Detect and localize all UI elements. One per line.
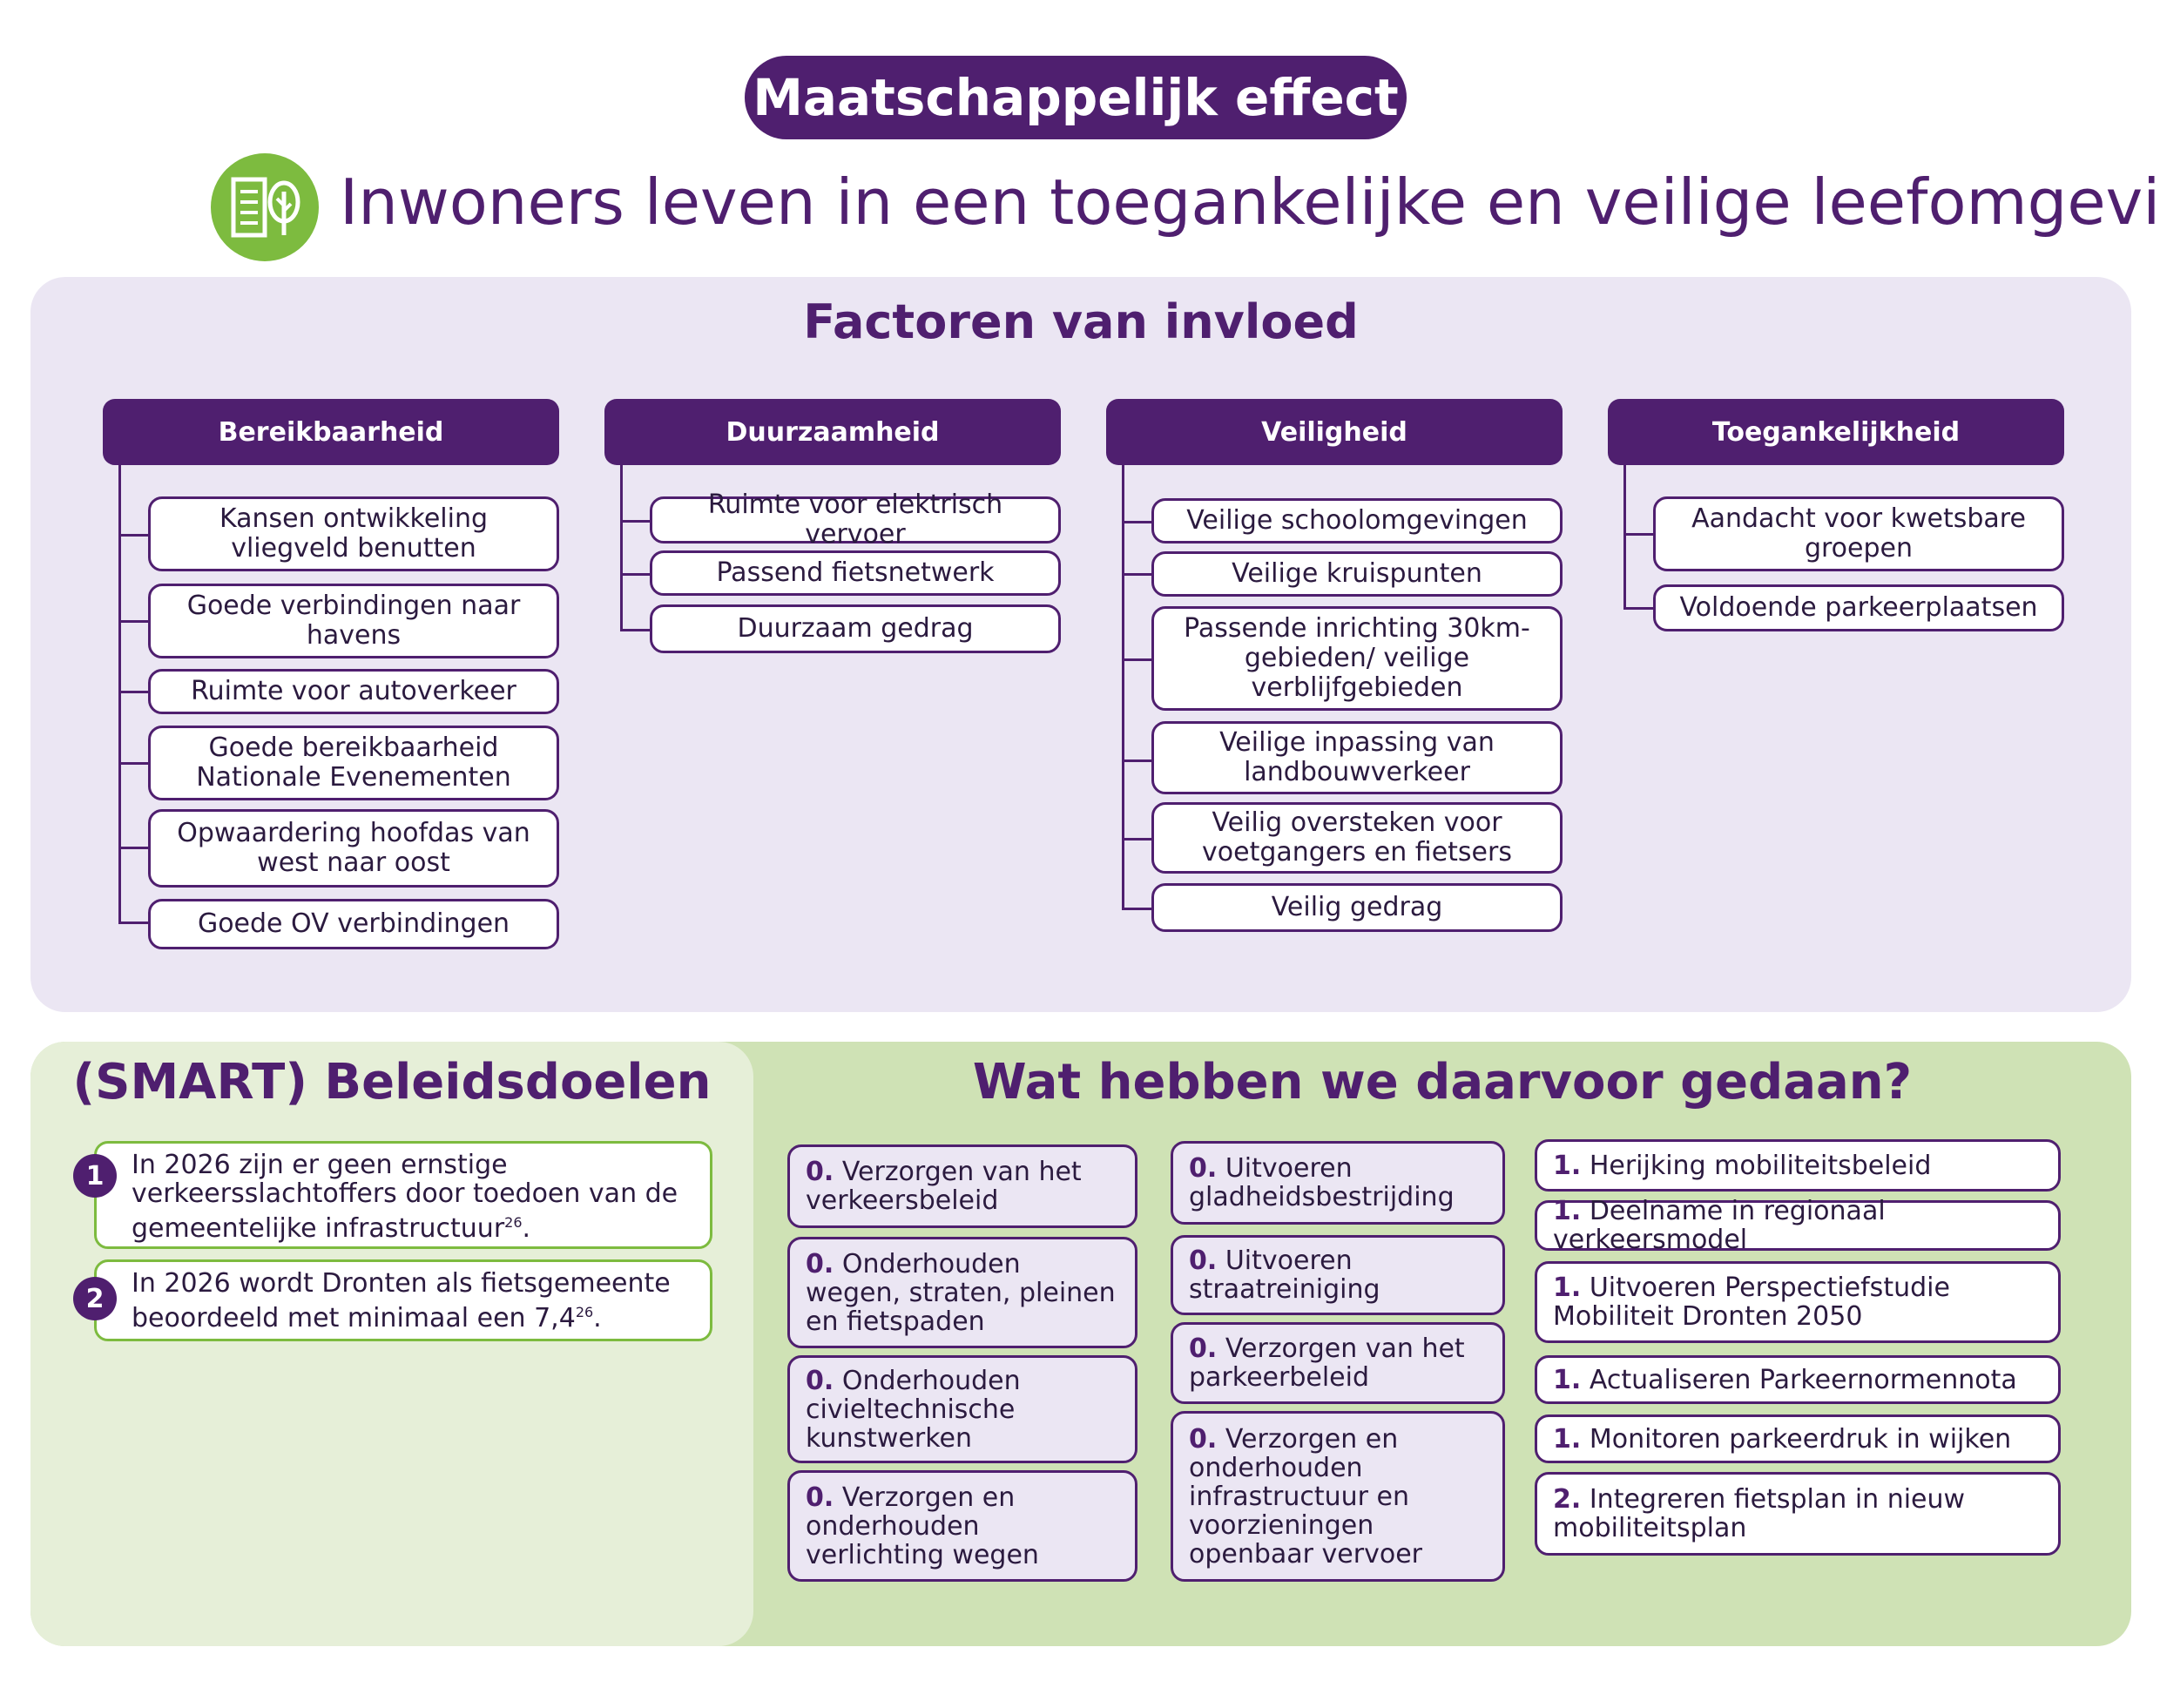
- action-item: 0. Uitvoeren gladheidsbestrijding: [1171, 1141, 1505, 1225]
- factor-item: Goede verbindingen naar havens: [148, 584, 559, 658]
- factor-item: Voldoende parkeerplaatsen: [1653, 584, 2064, 631]
- goal-number: 1: [73, 1154, 117, 1198]
- factor-header-toegankelijkheid: Toegankelijkheid: [1608, 399, 2064, 465]
- action-item: 0. Onderhouden civieltechnische kunstwer…: [787, 1355, 1137, 1463]
- action-item: 2. Integreren fietsplan in nieuw mobilit…: [1535, 1472, 2061, 1556]
- factor-item: Goede bereikbaarheid Nationale Evenement…: [148, 726, 559, 800]
- action-item: 0. Verzorgen van het verkeersbeleid: [787, 1144, 1137, 1228]
- factor-header-veiligheid: Veiligheid: [1106, 399, 1563, 465]
- connector-line: [118, 465, 121, 923]
- connector-line: [1623, 465, 1626, 610]
- action-item: 0. Uitvoeren straatreiniging: [1171, 1235, 1505, 1315]
- factor-item: Ruimte voor elektrisch vervoer: [650, 490, 1061, 550]
- factor-item: Goede OV verbindingen: [148, 899, 559, 949]
- factor-item: Passend fietsnetwerk: [650, 550, 1061, 596]
- goals-title: (SMART) Beleidsdoelen: [72, 1054, 712, 1111]
- factor-item: Veilige kruispunten: [1151, 551, 1563, 597]
- factor-item: Opwaardering hoofdas van west naar oost: [148, 809, 559, 888]
- goal-item: In 2026 wordt Dronten als fietsgemeente …: [94, 1259, 712, 1341]
- action-item: 0. Verzorgen en onderhouden verlichting …: [787, 1470, 1137, 1582]
- factor-header-duurzaamheid: Duurzaamheid: [604, 399, 1061, 465]
- actions-title: Wat hebben we daarvoor gedaan?: [972, 1054, 1913, 1111]
- factors-title: Factoren van invloed: [803, 294, 1359, 349]
- action-item: 1. Herijking mobiliteitsbeleid: [1535, 1139, 2061, 1192]
- factor-header-bereikbaarheid: Bereikbaarheid: [103, 399, 559, 465]
- effect-label: Maatschappelijk effect: [745, 56, 1407, 139]
- factor-item: Passende inrichting 30km-gebieden/ veili…: [1151, 606, 1563, 711]
- factor-item: Aandacht voor kwetsbare groepen: [1653, 496, 2064, 571]
- action-item: 1. Deelname in regionaal verkeersmodel: [1535, 1197, 2061, 1254]
- effect-statement: Inwoners leven in een toegankelijke en v…: [340, 165, 2160, 239]
- action-item: 1. Actualiseren Parkeernormennota: [1535, 1355, 2061, 1404]
- city-tree-icon: [211, 153, 319, 261]
- connector-line: [620, 465, 623, 631]
- action-item: 0. Verzorgen van het parkeerbeleid: [1171, 1322, 1505, 1404]
- action-item: 0. Verzorgen en onderhouden infrastructu…: [1171, 1411, 1505, 1582]
- goal-number: 2: [73, 1277, 117, 1320]
- factor-item: Veilige inpassing van landbouwverkeer: [1151, 721, 1563, 794]
- factor-item: Veilig oversteken voor voetgangers en fi…: [1151, 802, 1563, 874]
- action-item: 1. Monitoren parkeerdruk in wijken: [1535, 1414, 2061, 1463]
- factor-item: Veilige schoolomgevingen: [1151, 498, 1563, 543]
- action-item: 0. Onderhouden wegen, straten, pleinen e…: [787, 1237, 1137, 1348]
- factor-item: Veilig gedrag: [1151, 883, 1563, 932]
- goals-panel: [30, 1042, 753, 1646]
- factor-item: Ruimte voor autoverkeer: [148, 669, 559, 714]
- goal-item: In 2026 zijn er geen ernstige verkeerssl…: [94, 1141, 712, 1249]
- connector-line: [1122, 465, 1124, 910]
- factor-item: Duurzaam gedrag: [650, 604, 1061, 653]
- action-item: 1. Uitvoeren Perspectiefstudie Mobilitei…: [1535, 1261, 2061, 1343]
- factor-item: Kansen ontwikkeling vliegveld benutten: [148, 496, 559, 571]
